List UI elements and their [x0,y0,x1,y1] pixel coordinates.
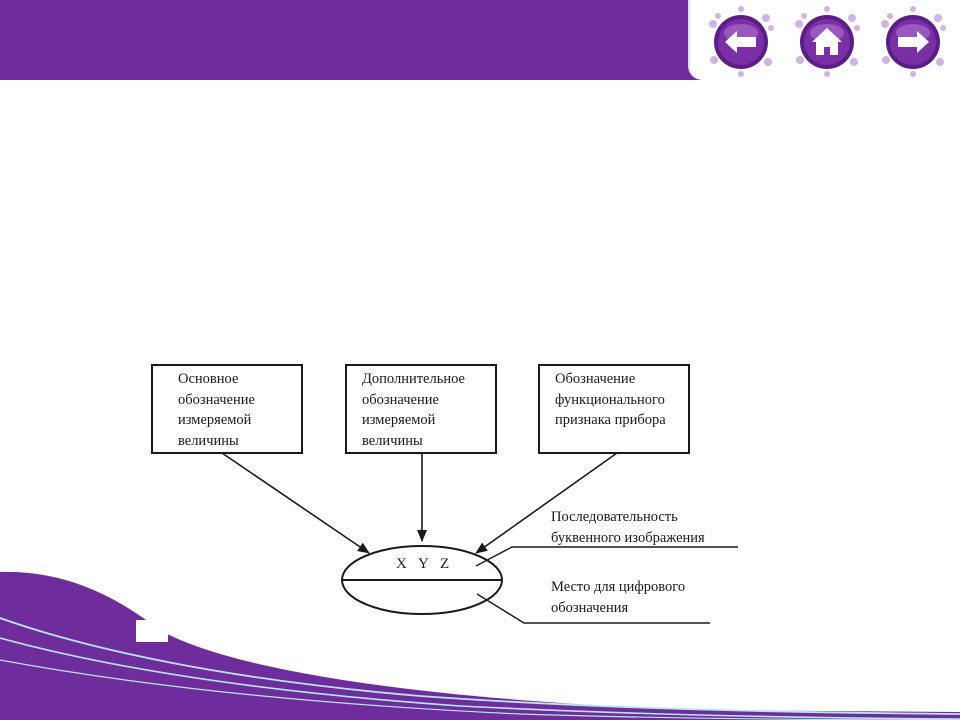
annotation-line: обозначения [551,599,629,616]
box-line: Дополнительное [362,371,465,387]
box-line: обозначение [178,391,255,408]
box-functional-sign [538,364,690,454]
annotation-digit-place: Место для цифрового обозначения [551,577,685,618]
box-line: измеряемой [178,412,252,428]
box-line: признака прибора [555,412,666,428]
leader-letter-sequence [475,546,738,567]
right-arrow-icon [881,6,946,77]
forward-button[interactable] [876,4,950,78]
box-additional-quantity [345,364,497,454]
house-icon [795,6,860,77]
box-additional-quantity-text: Дополнительное обозначение измеряемой ве… [362,369,465,451]
home-button[interactable] [790,4,864,78]
box-line: функционального [555,391,665,408]
arrow-main-quantity [221,452,370,554]
box-line: Обозначение [555,371,636,387]
arrow-functional-sign [475,452,618,554]
box-line: обозначение [362,391,439,408]
annotation-line: буквенного изображения [551,529,705,546]
box-main-quantity [151,364,303,454]
annotation-letter-sequence: Последовательность буквенного изображени… [551,507,705,548]
leader-digit-place [476,593,710,624]
box-line: величины [362,432,423,449]
back-button[interactable] [704,4,778,78]
box-line: измеряемой [362,412,436,428]
box-line: Основное [178,371,239,387]
box-main-quantity-text: Основное обозначение измеряемой величины [178,369,255,451]
box-functional-sign-text: Обозначение функционального признака при… [555,369,666,431]
annotation-line: Последовательность [551,509,678,525]
navigation-panel [688,0,960,80]
annotation-line: Место для цифрового [551,579,686,595]
left-arrow-icon [709,6,774,77]
box-line: величины [178,432,239,449]
ellipse-label: X Y Z [396,556,454,572]
